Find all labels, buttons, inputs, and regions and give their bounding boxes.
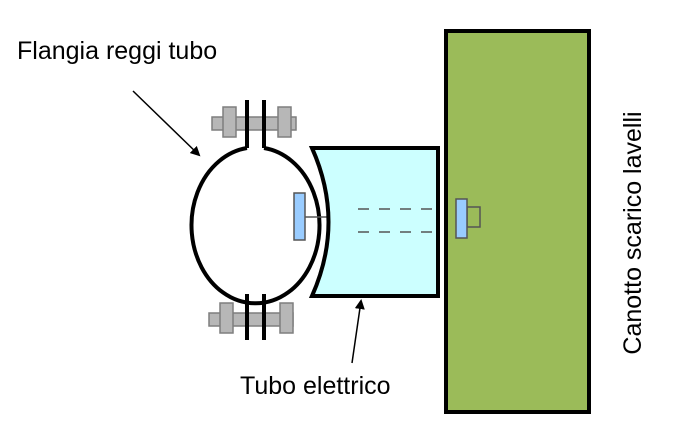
electric-tube: [308, 146, 440, 298]
flange-arrow: [132, 90, 201, 157]
flange-label: Flangia reggi tubo: [17, 37, 217, 65]
bottom-bolt: [208, 302, 294, 334]
flange-clamp: [189, 100, 322, 340]
drain-fixing-plate: [455, 198, 468, 239]
clamp-plate: [293, 192, 306, 241]
top-bolt: [211, 106, 297, 138]
tube-label: Tubo elettrico: [240, 372, 391, 400]
drain-fixing-square: [466, 206, 481, 228]
drain-pipe-label: Canotto scarico lavelli: [619, 111, 647, 354]
tube-arrow: [351, 299, 365, 364]
tube-hidden-lines: [358, 208, 436, 233]
